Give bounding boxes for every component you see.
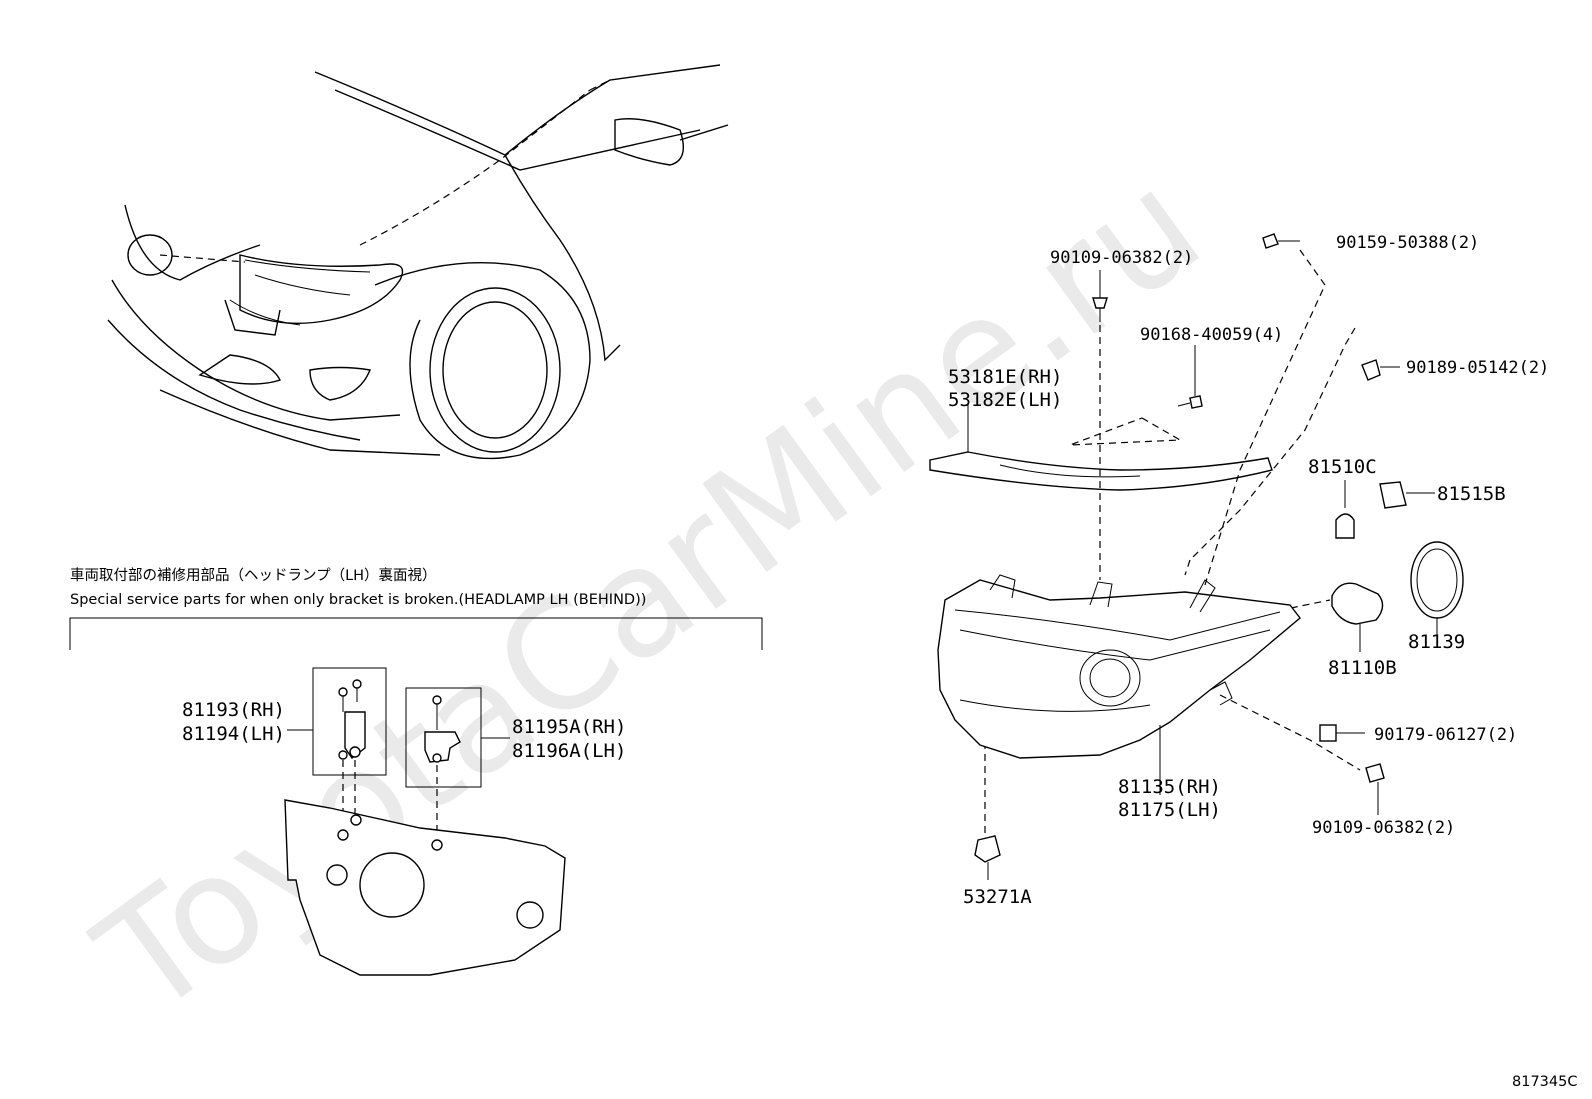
label-53271A: 53271A <box>963 886 1032 908</box>
label-53182E: 53182E(LH) <box>948 389 1062 411</box>
headlamp-assembly <box>929 233 1464 880</box>
bracket-81193-icon <box>338 679 366 760</box>
inset-caption-jp: 車両取付部の補修用部品（ヘッドランプ（LH）裏面視） <box>70 566 437 584</box>
bracket-81195A-icon <box>424 695 461 763</box>
label-81194: 81194(LH) <box>182 723 285 745</box>
headlamp-housing <box>937 579 1301 759</box>
label-90109-top: 90109-06382(2) <box>1050 248 1193 268</box>
label-81110B: 81110B <box>1328 657 1397 679</box>
label-81139: 81139 <box>1408 631 1465 653</box>
label-90159: 90159-50388(2) <box>1336 233 1479 253</box>
bracket-inset: 車両取付部の補修用部品（ヘッドランプ（LH）裏面視） Special servi… <box>69 566 763 976</box>
label-81196A: 81196A(LH) <box>512 740 626 762</box>
label-90168: 90168-40059(4) <box>1140 325 1283 345</box>
vehicle-front-illustration <box>107 64 729 460</box>
label-81193: 81193(RH) <box>182 699 285 721</box>
label-90179: 90179-06127(2) <box>1374 725 1517 745</box>
label-81135: 81135(RH) <box>1118 776 1221 798</box>
headlamp-cover-strip <box>929 451 1273 491</box>
bracket-81193-box <box>312 667 387 776</box>
label-81510C: 81510C <box>1308 456 1377 478</box>
label-90189: 90189-05142(2) <box>1406 358 1549 378</box>
inset-bracket-frame <box>69 617 763 650</box>
label-81515B: 81515B <box>1437 483 1506 505</box>
label-53181E: 53181E(RH) <box>948 366 1062 388</box>
headlamp-rear-housing <box>284 799 566 976</box>
inset-caption-en: Special service parts for when only brac… <box>70 592 646 608</box>
diagram-id: 817345C <box>1512 1074 1577 1090</box>
label-81175: 81175(LH) <box>1118 799 1221 821</box>
label-90109-bottom: 90109-06382(2) <box>1312 818 1455 838</box>
label-81195A: 81195A(RH) <box>512 716 626 738</box>
